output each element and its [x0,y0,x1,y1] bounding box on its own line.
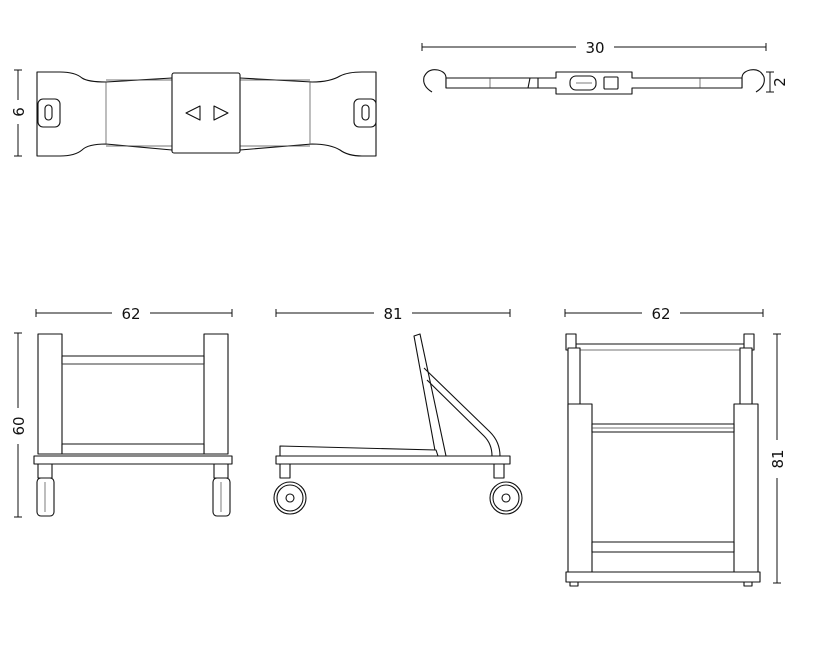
dimension-label-height: 60 [10,416,28,435]
cart-top-width-dimension: 62 [564,304,764,323]
strap-thickness-dimension: 2 [766,71,789,93]
dimension-label-strap-thickness: 2 [771,77,789,87]
cart-side-view: 81 [273,304,523,515]
strap-top-height-dimension: 6 [10,69,28,157]
strap-side-view: 30 2 [421,38,789,95]
strap-length-dimension: 30 [421,38,767,57]
dimension-label-strap-height: 6 [10,107,28,117]
cart-front-view: 62 60 [9,304,233,518]
cart-top-view: 62 81 [564,304,787,587]
dimension-label-side-length: 81 [383,305,402,323]
dimension-label-front-width: 62 [121,305,140,323]
cart-side-length-dimension: 81 [275,304,511,323]
dimension-label-strap-length: 30 [585,39,604,57]
cart-top-length-dimension: 81 [768,333,787,584]
cart-height-dimension: 60 [9,332,28,518]
dimension-label-top-width: 62 [651,305,670,323]
strap-top-view: 6 [10,69,377,157]
cart-front-width-dimension: 62 [35,304,233,323]
arrow-left-icon [185,105,201,121]
arrow-right-icon [213,105,229,121]
dimension-label-top-length: 81 [769,449,787,468]
